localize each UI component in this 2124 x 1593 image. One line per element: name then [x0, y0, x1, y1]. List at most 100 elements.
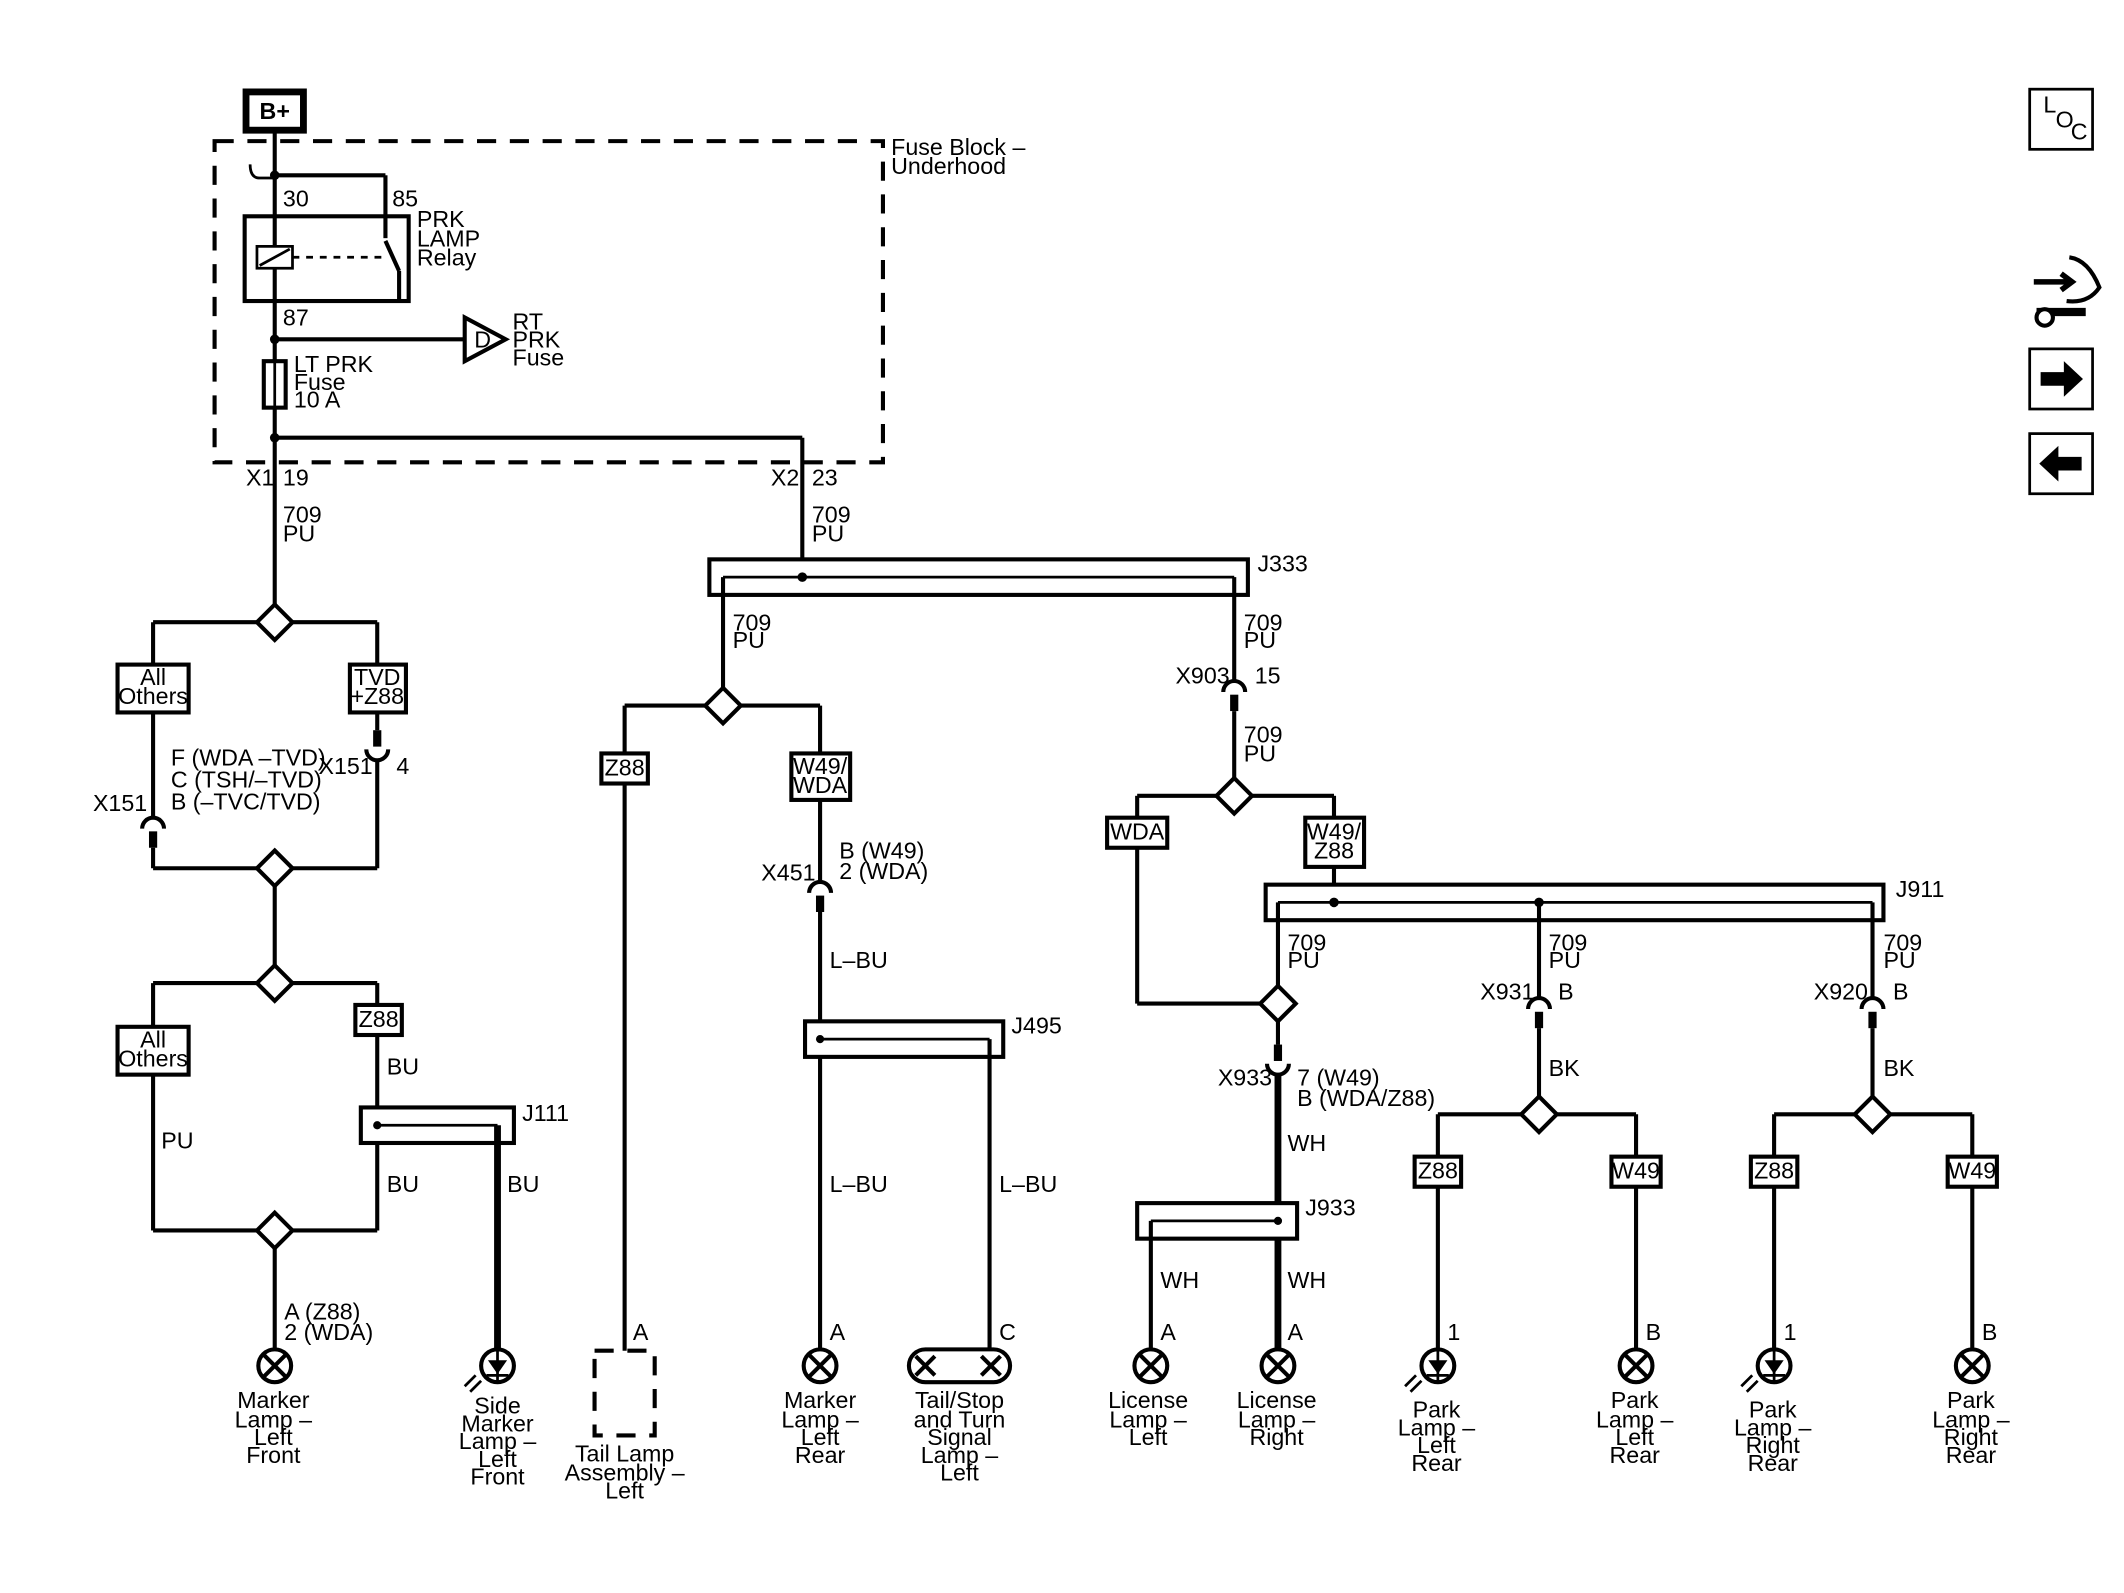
svg-text:J933: J933 [1305, 1194, 1355, 1220]
j333-label: J333 [1257, 551, 1307, 577]
fuse-block-title-2: Underhood [891, 153, 1006, 179]
option-w49-z88 [1303, 815, 1367, 869]
merge-diamond [254, 847, 296, 889]
svg-text:7 (W49): 7 (W49) [1297, 1065, 1380, 1091]
svg-text:Lamp –: Lamp – [1398, 1414, 1476, 1440]
svg-text:Left: Left [1417, 1432, 1456, 1458]
svg-text:709: 709 [1549, 929, 1588, 955]
next-page-button[interactable] [2028, 347, 2094, 411]
marker-lamp-left-rear-icon [801, 1347, 839, 1385]
svg-text:X920: X920 [1814, 978, 1868, 1004]
rt-fuse-label-2: PRK [513, 327, 561, 353]
svg-text:TVD: TVD [354, 664, 400, 690]
svg-text:WH: WH [1160, 1267, 1199, 1293]
svg-text:L–BU: L–BU [830, 1171, 888, 1197]
b-plus-terminal: B+ [242, 88, 307, 134]
component-locator-button[interactable]: L O C [2028, 87, 2094, 151]
svg-text:PU: PU [1244, 627, 1276, 653]
svg-text:709: 709 [1244, 722, 1283, 748]
svg-text:PU: PU [1288, 947, 1320, 973]
lt-fuse-label-2: Fuse [294, 369, 346, 395]
option-branch-diamond [254, 601, 296, 643]
svg-text:1: 1 [1784, 1319, 1797, 1345]
svg-text:PU: PU [733, 627, 765, 653]
x2-pin: 23 [812, 465, 838, 491]
svg-text:Lamp –: Lamp – [1932, 1406, 2010, 1432]
svg-text:W49: W49 [1612, 1158, 1660, 1184]
svg-text:X933: X933 [1218, 1065, 1272, 1091]
license-lamp-left-icon [1132, 1347, 1170, 1385]
relay-switch-icon [383, 240, 401, 272]
svg-text:W49/: W49/ [793, 753, 848, 779]
svg-text:Left: Left [478, 1446, 517, 1472]
connector-x151-right [364, 730, 391, 763]
connector-x151-left [140, 815, 167, 848]
svg-text:Rear: Rear [1946, 1442, 1997, 1468]
svg-text:Rear: Rear [1610, 1442, 1661, 1468]
svg-text:Left: Left [1129, 1424, 1168, 1450]
rt-fuse-label-1: RT [513, 309, 544, 335]
svg-text:709: 709 [733, 609, 772, 635]
rt-prk-fuse-arrow-icon [462, 314, 511, 365]
svg-text:B: B [1893, 978, 1909, 1004]
svg-text:F (WDA –TVD): F (WDA –TVD) [171, 745, 326, 771]
svg-text:Z88: Z88 [1418, 1158, 1458, 1184]
svg-text:4: 4 [396, 753, 409, 779]
park-lamp-left-rear-led-icon [1404, 1347, 1457, 1393]
wire-label: 709 [283, 501, 322, 527]
svg-text:Left: Left [940, 1460, 979, 1486]
svg-text:Lamp –: Lamp – [921, 1442, 999, 1468]
svg-text:Assembly –: Assembly – [565, 1460, 685, 1486]
svg-text:Right: Right [1249, 1424, 1304, 1450]
connector-x931 [1526, 996, 1552, 1029]
option-w49 [1945, 1154, 1999, 1189]
x1-pin: 19 [283, 465, 309, 491]
svg-text:Left: Left [254, 1424, 293, 1450]
svg-text:X903: X903 [1175, 663, 1229, 689]
svg-text:Lamp –: Lamp – [1109, 1406, 1187, 1432]
park-lamp-right-rear-bulb-icon [1953, 1347, 1991, 1385]
svg-text:Left: Left [801, 1424, 840, 1450]
svg-text:C (TSH/–TVD): C (TSH/–TVD) [171, 767, 322, 793]
svg-text:and Turn: and Turn [914, 1406, 1006, 1432]
tail-stop-turn-dual-bulb-icon [906, 1347, 1013, 1385]
svg-text:License: License [1237, 1387, 1317, 1413]
svg-text:BK: BK [1549, 1055, 1580, 1081]
svg-text:All: All [140, 664, 166, 690]
svg-text:Marker: Marker [784, 1387, 857, 1413]
connector-x933 [1264, 1044, 1291, 1077]
svg-text:Right: Right [1746, 1432, 1801, 1458]
x151-label: X151 [93, 790, 147, 816]
b-plus-label: B+ [260, 98, 290, 124]
diagnostic-tools-icon[interactable] [2033, 255, 2102, 328]
svg-text:Right: Right [1944, 1424, 1999, 1450]
svg-text:Tail/Stop: Tail/Stop [915, 1387, 1004, 1413]
svg-text:709: 709 [1244, 609, 1283, 635]
fuse-block-outline [212, 139, 885, 465]
merge-diamond [1257, 982, 1299, 1025]
option-z88 [1748, 1154, 1800, 1189]
svg-text:B: B [1558, 978, 1574, 1004]
rt-fuse-symbol: D [474, 327, 491, 353]
svg-text:L–BU: L–BU [830, 947, 888, 973]
wire-color: PU [283, 521, 315, 547]
svg-text:Park: Park [1413, 1397, 1461, 1423]
side-marker-led-icon [463, 1347, 516, 1393]
svg-text:2 (WDA): 2 (WDA) [839, 858, 928, 884]
svg-text:Marker: Marker [237, 1387, 310, 1413]
svg-text:PU: PU [1244, 741, 1276, 767]
option-branch-diamond [1213, 775, 1255, 817]
svg-text:2 (WDA): 2 (WDA) [284, 1319, 373, 1345]
svg-text:B: B [1982, 1319, 1998, 1345]
svg-text:Left: Left [605, 1477, 644, 1503]
svg-text:A: A [633, 1319, 649, 1345]
svg-text:WDA: WDA [1110, 819, 1165, 845]
loc-icon-c: C [2071, 119, 2088, 145]
svg-text:PU: PU [161, 1127, 193, 1153]
option-w49 [1609, 1154, 1663, 1189]
svg-text:W49: W49 [1948, 1158, 1996, 1184]
option-branch-diamond [1851, 1093, 1894, 1135]
lt-fuse-label-1: LT PRK [294, 351, 374, 377]
previous-page-button[interactable] [2028, 432, 2094, 496]
